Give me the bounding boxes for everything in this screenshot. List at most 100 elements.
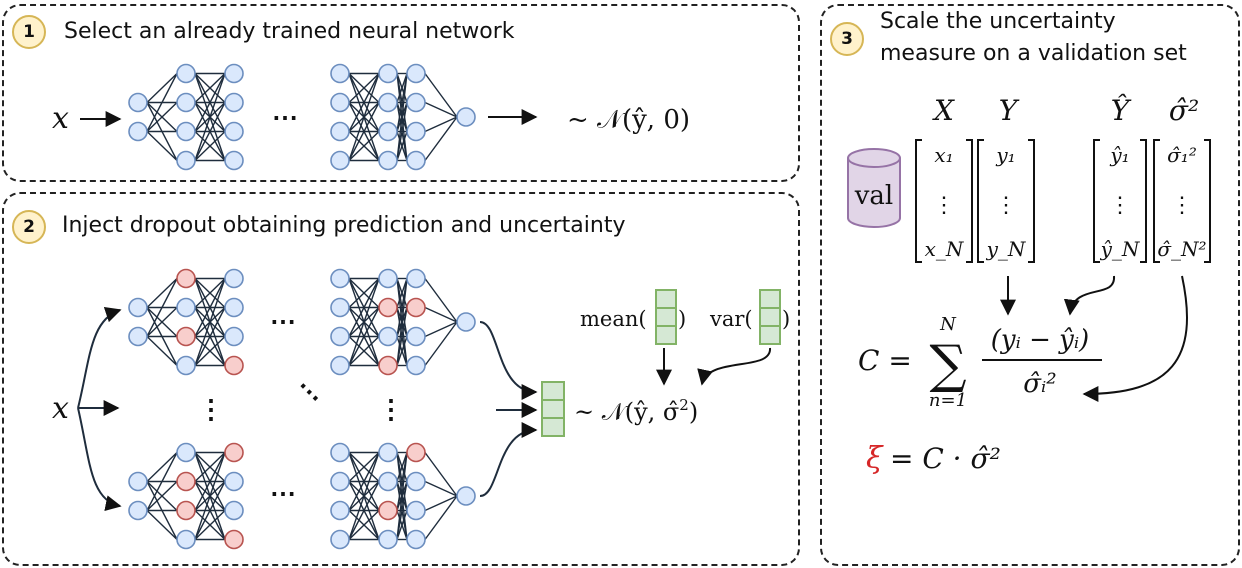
matrix-Yhat-dots: ⋮: [1109, 193, 1131, 218]
network-connection: [146, 335, 178, 367]
matrix-X-dots: ⋮: [933, 193, 955, 218]
neuron: [456, 312, 476, 332]
matrix-Yhat: ŷ₁ ⋮ ŷ_N: [1093, 139, 1147, 263]
layer-ellipsis-bottom: ⋯: [270, 479, 296, 509]
var-cell-2: [759, 307, 781, 327]
matrix-X: x₁ ⋮ x_N: [915, 139, 973, 263]
mean-cell-3: [655, 325, 677, 345]
neuron: [406, 121, 426, 142]
dropped-neuron: [176, 471, 196, 492]
neuron: [330, 92, 350, 113]
network-connection: [348, 130, 380, 162]
matrix-sigma-dots: ⋮: [1171, 193, 1193, 218]
network-connection: [194, 73, 226, 161]
neuron: [128, 297, 148, 318]
cylinder-label: val: [854, 181, 894, 211]
neuron: [330, 500, 350, 521]
neuron: [224, 150, 244, 171]
xi-symbol: ξ: [866, 441, 884, 476]
network-connection: [194, 509, 226, 541]
neuron: [224, 92, 244, 113]
network-connection: [146, 277, 178, 309]
xi-formula-rhs: = C · σ̂²: [890, 442, 1001, 475]
sum-symbol: ∑: [929, 335, 966, 395]
neuron: [128, 471, 148, 492]
neuron: [330, 63, 350, 84]
matrix-Y-last: y_N: [986, 237, 1027, 261]
dropped-neuron: [176, 500, 196, 521]
network-connection: [424, 321, 458, 338]
network-connection: [146, 101, 178, 133]
var-cell-3: [759, 325, 781, 345]
dropped-neuron: [224, 529, 244, 550]
neuron: [378, 268, 398, 289]
header-sigma-squared: σ̂²: [1169, 94, 1199, 127]
input-x-symbol: x: [52, 101, 69, 136]
network-connection: [396, 510, 408, 540]
network-connection: [424, 495, 458, 512]
dropped-neuron: [406, 297, 426, 318]
matrix-X-last: x_N: [925, 237, 965, 261]
network-connection: [424, 495, 458, 540]
dropped-neuron: [176, 326, 196, 347]
dropped-neuron: [378, 355, 398, 376]
neuron: [176, 63, 196, 84]
neuron: [330, 355, 350, 376]
neuron: [378, 529, 398, 550]
step-badge-3: 3: [830, 22, 864, 56]
dropped-neuron: [176, 268, 196, 289]
network-connection: [424, 321, 458, 366]
network-connection: [396, 73, 408, 161]
network-connection: [194, 278, 226, 366]
network-connection: [146, 72, 178, 104]
panel-3-title-line-2: measure on a validation set: [880, 41, 1187, 66]
network-connection: [146, 278, 178, 337]
neuron: [176, 355, 196, 376]
neuron: [128, 326, 148, 347]
network-connection: [348, 452, 380, 540]
deterministic-output-distribution: ~ 𝒩(ŷ, 0): [567, 105, 690, 135]
stack-cell-3: [541, 417, 565, 437]
header-Y: Y: [999, 94, 1020, 127]
sum-upper-limit: N: [939, 314, 957, 335]
network-connection: [348, 278, 380, 366]
matrix-X-first: x₁: [934, 143, 953, 167]
neuron: [378, 150, 398, 171]
sample-arrow-bottom: [479, 422, 538, 497]
network-connection: [348, 451, 380, 483]
dropped-neuron: [378, 297, 398, 318]
matrix-Y-dots: ⋮: [995, 193, 1017, 218]
matrix-Y: y₁ ⋮ y_N: [977, 139, 1035, 263]
network-connection: [146, 306, 178, 338]
arrow-yhat-to-numerator: [1063, 275, 1116, 316]
network-connection: [348, 72, 380, 104]
neuron: [128, 500, 148, 521]
vertical-ellipsis-1: ⋮: [198, 395, 224, 425]
neuron: [406, 500, 426, 521]
matrix-Yhat-last: ŷ_N: [1100, 237, 1141, 261]
sample-arrow-top: [479, 321, 538, 400]
network-connection: [146, 452, 178, 511]
step-badge-1: 1: [12, 15, 46, 49]
neuron: [128, 92, 148, 113]
neuron: [406, 92, 426, 113]
network-connection: [396, 278, 408, 308]
stack-cell-1: [541, 381, 565, 401]
matrix-Y-first: y₁: [995, 143, 1015, 167]
neuron: [176, 121, 196, 142]
network-connection: [396, 307, 408, 366]
sum-lower-limit: n=1: [929, 390, 967, 411]
var-cell-1: [759, 289, 781, 309]
neuron: [406, 529, 426, 550]
network-connection: [194, 73, 226, 132]
neuron: [224, 471, 244, 492]
network-connection: [424, 452, 458, 497]
network-connection: [146, 73, 178, 132]
network-layers: [128, 63, 476, 550]
vertical-ellipsis-2: ⋮: [378, 395, 404, 425]
network-connection: [348, 335, 380, 367]
network-connection: [424, 480, 458, 497]
network-connection: [348, 452, 380, 511]
